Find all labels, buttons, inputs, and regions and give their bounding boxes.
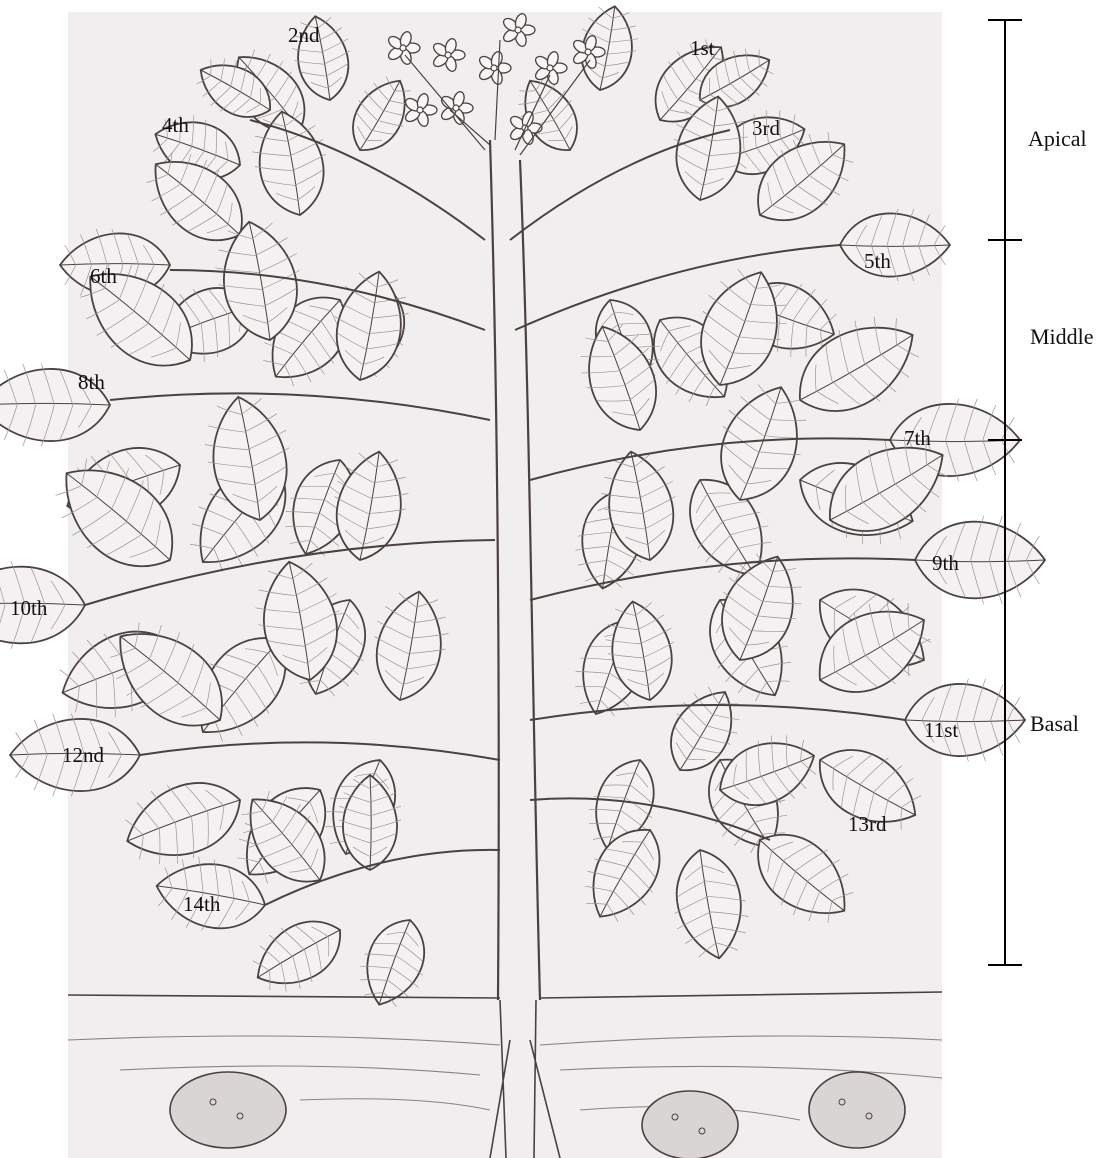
leaf xyxy=(350,909,439,1015)
tubers xyxy=(170,1072,905,1158)
zone-label-middle: Middle xyxy=(1030,326,1094,348)
flower xyxy=(431,37,465,72)
leaf-label-9th: 9th xyxy=(932,553,959,574)
tuber xyxy=(642,1091,738,1158)
leaf xyxy=(840,209,950,281)
leaf-label-3rd: 3rd xyxy=(752,118,780,139)
zone-scale-bar xyxy=(988,20,1022,965)
frond-12th-petiole xyxy=(140,742,500,760)
leaf-label-14th: 14th xyxy=(183,894,220,915)
leaf-label-6th: 6th xyxy=(90,266,117,287)
leaf-groups xyxy=(0,1,1045,1015)
leaf-label-10th: 10th xyxy=(10,598,47,619)
leaf xyxy=(364,585,454,706)
flower xyxy=(533,50,567,85)
flower xyxy=(386,30,420,65)
flower xyxy=(403,92,437,127)
leaf-label-5th: 5th xyxy=(864,251,891,272)
leaf-label-4th: 4th xyxy=(162,115,189,136)
leaf-label-2nd: 2nd xyxy=(288,25,320,46)
flower xyxy=(501,12,535,47)
leaf xyxy=(905,679,1025,761)
leaf xyxy=(324,265,414,386)
leaf xyxy=(114,764,253,878)
leaf-label-7th: 7th xyxy=(904,428,931,449)
leaf-label-8th: 8th xyxy=(78,372,105,393)
leaf-label-12nd: 12nd xyxy=(62,745,104,766)
zone-label-basal: Basal xyxy=(1030,713,1079,735)
soil-line xyxy=(68,1036,942,1045)
stems xyxy=(85,120,915,1158)
soil-surface xyxy=(68,992,942,998)
leaf-label-11st: 11st xyxy=(924,720,958,741)
flower xyxy=(477,50,511,85)
tuber xyxy=(809,1072,905,1148)
leaf xyxy=(664,844,754,965)
flower xyxy=(439,90,473,125)
tuber xyxy=(170,1072,286,1148)
roots xyxy=(490,1000,560,1158)
frond-3rd xyxy=(508,1,815,189)
zone-label-apical: Apical xyxy=(1028,128,1087,150)
leaf xyxy=(242,903,355,1004)
main-stem xyxy=(490,140,540,1000)
leaf-label-1st: 1st xyxy=(690,38,715,59)
leaf-label-13rd: 13rd xyxy=(848,814,887,835)
frond-8th-petiole xyxy=(110,393,490,420)
